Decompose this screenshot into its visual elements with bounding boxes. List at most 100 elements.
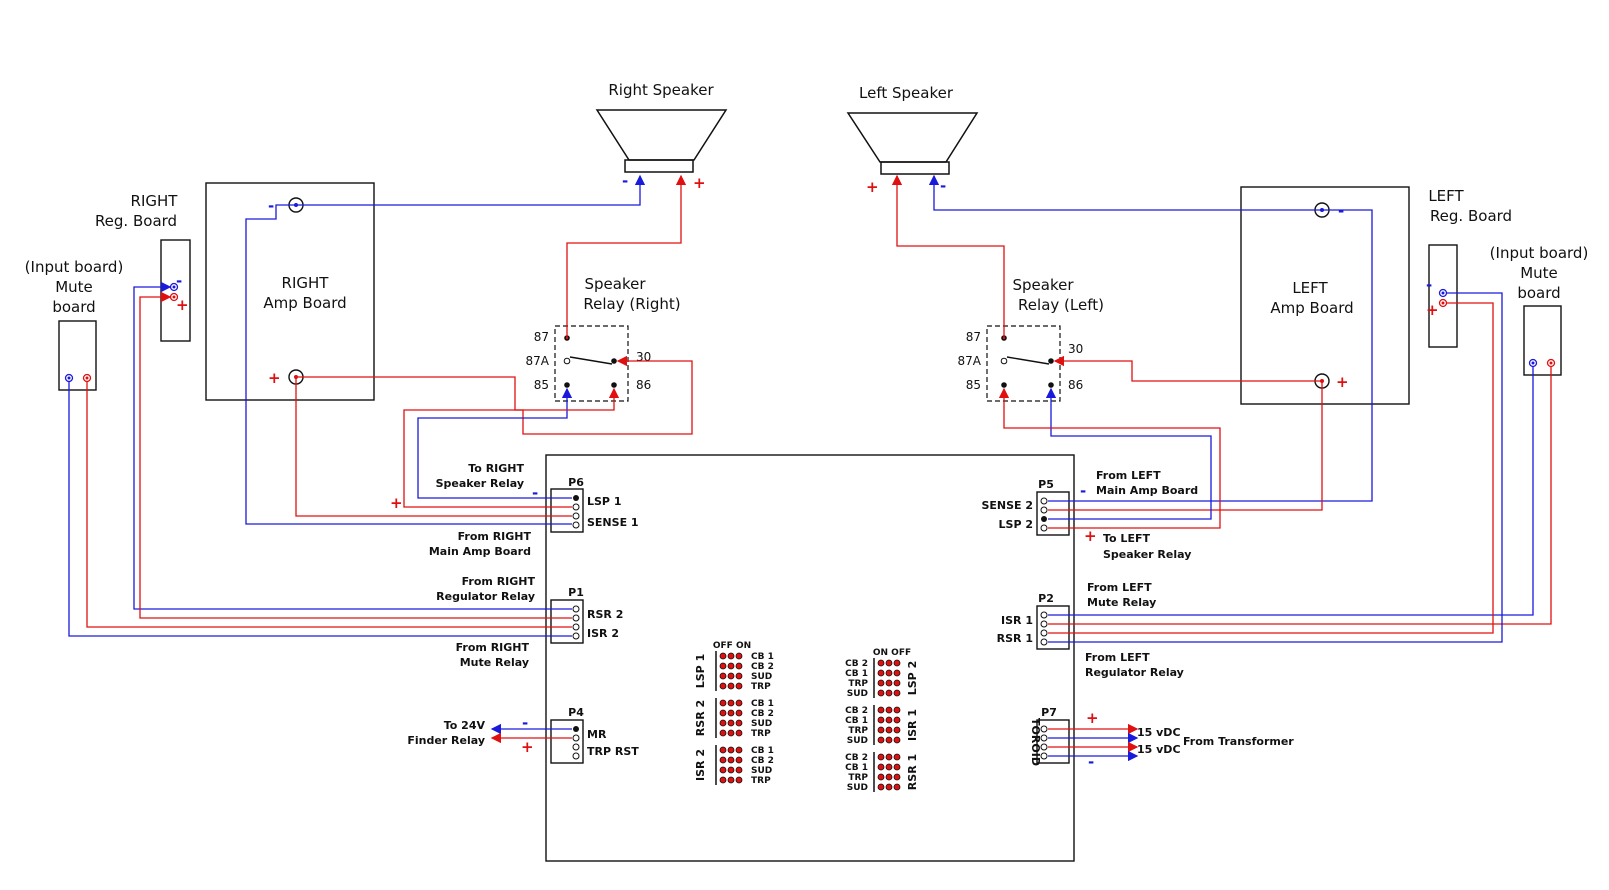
dip-row-label: CB 1 xyxy=(845,763,868,773)
left-reg-minus-sign: - xyxy=(1426,276,1432,294)
left-mute-board: (Input board) Mute board xyxy=(1490,244,1589,376)
label-from-left-amp-2: Main Amp Board xyxy=(1096,484,1198,497)
dip-switch-dot xyxy=(727,729,735,737)
label-from-transformer: From Transformer xyxy=(1183,735,1294,748)
dip-group-lsp-2: LSP 2 xyxy=(906,661,919,695)
label-from-right-reg-2: Regulator Relay xyxy=(436,590,535,603)
p6-plus-sign: + xyxy=(390,494,403,512)
dip-row-label: SUD xyxy=(847,689,868,699)
label-to-left-relay-1: To LEFT xyxy=(1103,532,1150,545)
dip-row-label: SUD xyxy=(751,719,772,729)
dip-switch-dot xyxy=(735,719,743,727)
dip-switch-dot xyxy=(735,682,743,690)
dip-switch-dot xyxy=(719,729,727,737)
right-amp-title: RIGHT xyxy=(282,274,330,292)
label-from-left-reg-1: From LEFT xyxy=(1085,651,1150,664)
label-to-right-relay-2: Speaker Relay xyxy=(436,477,524,490)
dip-switch-dot xyxy=(719,776,727,784)
dip-switch-dot xyxy=(877,706,885,714)
dip-switch-dot xyxy=(727,672,735,680)
dip-switch-dot xyxy=(735,709,743,717)
dip-switch-dot xyxy=(885,726,893,734)
dip-switch-dot xyxy=(727,756,735,764)
dip-switch-dot xyxy=(719,766,727,774)
dip-switch-dot xyxy=(885,669,893,677)
dip-switch-dot xyxy=(877,689,885,697)
dip-switch-dot xyxy=(893,753,901,761)
label-to-right-relay-1: To RIGHT xyxy=(468,462,524,475)
label-15vdc-1: 15 vDC xyxy=(1137,726,1181,739)
dip-row-label: CB 2 xyxy=(751,756,774,766)
dip-switch-dot xyxy=(877,679,885,687)
dip-switch-dot xyxy=(727,766,735,774)
dip-switch-dot xyxy=(877,726,885,734)
dip-row-label: SUD xyxy=(847,736,868,746)
p5-pin-lsp2: LSP 2 xyxy=(999,518,1033,531)
dip-row-label: CB 1 xyxy=(751,652,774,662)
dip-switch-dot xyxy=(885,773,893,781)
connector-p4: P4 MR TRP RST xyxy=(550,706,639,764)
label-from-left-mute-2: Mute Relay xyxy=(1087,596,1156,609)
label-from-left-reg-2: Regulator Relay xyxy=(1085,666,1184,679)
dip-row-label: CB 2 xyxy=(845,753,868,763)
wires-left-side xyxy=(891,174,1552,762)
p4-name: P4 xyxy=(568,706,584,719)
connector-p6: P6 LSP 1 SENSE 1 xyxy=(550,476,639,533)
dip-row-label: CB 2 xyxy=(845,659,868,669)
dip-switch-dot xyxy=(885,753,893,761)
right-reg-title: RIGHT xyxy=(131,192,179,210)
left-amp-subtitle: Amp Board xyxy=(1270,299,1353,317)
right-amp-board: RIGHT Amp Board xyxy=(205,182,375,401)
right-reg-minus-sign: - xyxy=(176,272,182,290)
right-speaker-cone xyxy=(595,109,728,161)
left-reg-subtitle: Reg. Board xyxy=(1430,207,1512,225)
dip-switch-dot xyxy=(893,726,901,734)
dip-switch-dot xyxy=(893,783,901,791)
dip-switch-dot xyxy=(885,706,893,714)
label-to-left-relay-2: Speaker Relay xyxy=(1103,548,1191,561)
right-amp-plus-sign: + xyxy=(268,369,281,387)
dip-row-label: CB 1 xyxy=(751,746,774,756)
dip-switch-dot xyxy=(735,756,743,764)
dip-switch-dot xyxy=(735,746,743,754)
left-mute-note: (Input board) xyxy=(1490,244,1589,262)
left-relay-pin-30: 30 xyxy=(1068,342,1083,356)
label-to-finder-2: Finder Relay xyxy=(407,734,485,747)
dip-group-lsp-1: LSP 1 xyxy=(694,654,707,688)
p5-name: P5 xyxy=(1038,478,1054,491)
dip-row-label: SUD xyxy=(847,783,868,793)
dip-switch-dot xyxy=(719,672,727,680)
left-reg-plus-sign: + xyxy=(1426,301,1439,319)
p6-pin-sense1: SENSE 1 xyxy=(587,516,639,529)
dip-row-label: TRP xyxy=(848,726,868,736)
left-relay-pin-86: 86 xyxy=(1068,378,1083,392)
p2-pin-isr1: ISR 1 xyxy=(1001,614,1033,627)
label-from-left-amp-1: From LEFT xyxy=(1096,469,1161,482)
dip-switch-dot xyxy=(877,659,885,667)
left-mute-title: Mute xyxy=(1520,264,1558,282)
p1-pin-rsr2: RSR 2 xyxy=(587,608,623,621)
right-mute-title: Mute xyxy=(55,278,93,296)
dip-switch-dot xyxy=(893,763,901,771)
p1-pin-isr2: ISR 2 xyxy=(587,627,619,640)
dip-switch-dot xyxy=(885,783,893,791)
left-relay-pin-85: 85 xyxy=(966,378,981,392)
left-speaker-magnet xyxy=(880,161,950,175)
right-speaker-magnet xyxy=(624,159,694,173)
p7-minus-sign: - xyxy=(1088,753,1094,771)
polarity-signs: - + - + - + - + - + + - - + - + - + + - xyxy=(176,172,1439,771)
p7-plus-sign: + xyxy=(1086,709,1099,727)
dip-switch-dot xyxy=(893,736,901,744)
dip-left-header: OFF ON xyxy=(713,641,751,651)
dip-group-rsr-1: RSR 1 xyxy=(906,754,919,790)
right-mute-note: (Input board) xyxy=(25,258,124,276)
dip-switch-dot xyxy=(719,662,727,670)
dip-switch-dot xyxy=(727,699,735,707)
dip-switch-dot xyxy=(727,682,735,690)
dip-row-label: TRP xyxy=(751,682,771,692)
left-speaker: Left Speaker xyxy=(846,84,979,175)
dip-row-label: TRP xyxy=(751,776,771,786)
wire-labels: To RIGHT Speaker Relay From RIGHT Main A… xyxy=(407,462,1294,756)
dip-switch-dot xyxy=(893,689,901,697)
